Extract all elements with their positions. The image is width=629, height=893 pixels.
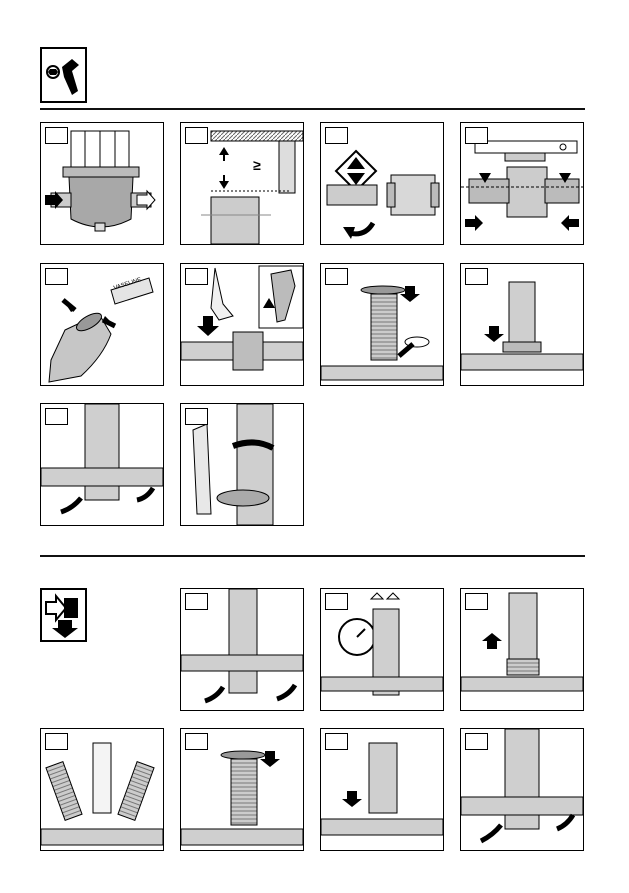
panel-lift-housing bbox=[460, 588, 584, 711]
panel-flow-direction bbox=[320, 122, 444, 245]
step-box bbox=[465, 593, 488, 610]
step-box bbox=[185, 408, 208, 425]
step-box bbox=[185, 268, 208, 285]
panel-close-lid-2 bbox=[180, 728, 304, 851]
step-box bbox=[185, 127, 208, 144]
step-box bbox=[325, 268, 348, 285]
section-divider bbox=[40, 108, 585, 110]
step-box bbox=[45, 408, 68, 425]
panel-close-lid bbox=[320, 263, 444, 386]
panel-lower-housing bbox=[320, 728, 444, 851]
step-box bbox=[325, 593, 348, 610]
panel-mount-filter bbox=[40, 122, 164, 245]
wrench-icon bbox=[42, 49, 85, 101]
step-box bbox=[185, 593, 208, 610]
step-box bbox=[45, 127, 68, 144]
maintenance-exit-icon bbox=[42, 590, 85, 640]
step-box bbox=[325, 127, 348, 144]
panel-insert-element bbox=[180, 263, 304, 386]
panel-clearance: ≥ bbox=[180, 122, 304, 245]
panel-lubricate-seal: VASELINE bbox=[40, 263, 164, 386]
panel-tighten-lid bbox=[460, 263, 584, 386]
panel-level-alignment bbox=[460, 122, 584, 245]
wrench-section-icon bbox=[40, 47, 87, 103]
step-box bbox=[465, 733, 488, 750]
panel-exchange-element bbox=[40, 728, 164, 851]
step-box bbox=[325, 733, 348, 750]
panel-open-valves bbox=[40, 403, 164, 526]
step-box bbox=[185, 733, 208, 750]
step-box bbox=[45, 268, 68, 285]
step-box bbox=[45, 733, 68, 750]
panel-depressurize bbox=[320, 588, 444, 711]
section-divider bbox=[40, 555, 585, 557]
panel-open-valves-2 bbox=[460, 728, 584, 851]
panel-lock-clamp bbox=[180, 403, 304, 526]
step-box bbox=[465, 127, 488, 144]
step-box bbox=[465, 268, 488, 285]
clearance-symbol: ≥ bbox=[253, 157, 261, 173]
maintenance-section-icon bbox=[40, 588, 87, 642]
panel-close-valves bbox=[180, 588, 304, 711]
